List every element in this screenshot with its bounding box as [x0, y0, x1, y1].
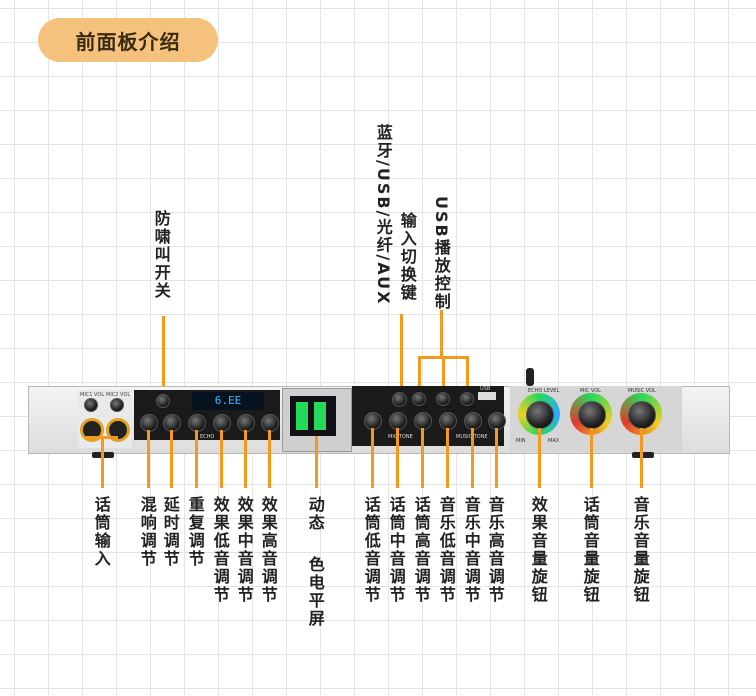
label-echo-bass: 效果低音调节	[210, 496, 230, 604]
label-repeat: 重复调节	[185, 496, 205, 568]
usb-play-button[interactable]	[436, 392, 450, 406]
vu-bar-right	[314, 402, 326, 430]
leader-music-volume	[640, 428, 643, 488]
label-music-treble: 音乐高音调节	[485, 496, 505, 604]
mic2-volume-knob[interactable]	[110, 398, 124, 412]
usb-prev-button[interactable]	[412, 392, 426, 406]
label-music-bass: 音乐低音调节	[436, 496, 456, 604]
label-echo-level: 效果音量旋钮	[528, 496, 548, 604]
leader-music-bass	[446, 428, 449, 488]
antenna	[526, 368, 534, 386]
leader-echo-mid	[244, 430, 247, 488]
input-switch-button[interactable]	[392, 392, 407, 407]
foot-right	[632, 452, 654, 458]
label-echo-mid: 效果中音调节	[234, 496, 254, 604]
leader-reverb	[147, 430, 150, 488]
leader-delay	[170, 430, 173, 488]
leader-echo-treble	[268, 430, 271, 488]
leader-mic-bass	[371, 428, 374, 488]
label-music-mid: 音乐中音调节	[461, 496, 481, 604]
label-feedback-switch: 防啸叫开关	[151, 210, 171, 300]
label-mic-bass: 话筒低音调节	[361, 496, 381, 604]
leader-vu	[315, 436, 318, 488]
led-display: 6.EE	[192, 392, 264, 410]
leader-echo-level	[538, 428, 541, 488]
feedback-switch-button[interactable]	[156, 394, 170, 408]
leader-mic-volume	[590, 428, 593, 488]
leader-usb-1	[418, 356, 421, 390]
label-music-volume: 音乐音量旋钮	[630, 496, 650, 604]
leader-music-treble	[495, 428, 498, 488]
label-delay: 延时调节	[160, 496, 180, 568]
echo-min-label: MIN	[516, 438, 526, 444]
usb-port[interactable]	[478, 392, 496, 400]
echo-max-label: MAX	[548, 438, 560, 444]
label-input-switch: 输入切换键	[397, 212, 417, 302]
leader-repeat	[195, 430, 198, 488]
leader-usb-3	[466, 356, 469, 390]
leader-mic-input	[101, 436, 104, 488]
label-echo-treble: 效果高音调节	[258, 496, 278, 604]
leader-mic-mid	[396, 428, 399, 488]
usb-next-button[interactable]	[460, 392, 474, 406]
label-vu-meter-2: 色电平屏	[305, 556, 325, 628]
label-mic-volume: 话筒音量旋钮	[580, 496, 600, 604]
label-mic-input: 话筒输入	[91, 496, 111, 568]
page-title: 前面板介绍	[38, 18, 218, 62]
leader-usb-2	[442, 356, 445, 390]
mic1-volume-knob[interactable]	[84, 398, 98, 412]
label-usb-control: USB播放控制	[431, 196, 451, 311]
mic-volume-knob-cap	[578, 401, 606, 429]
label-reverb: 混响调节	[137, 496, 157, 568]
leader-mic-treble	[421, 428, 424, 488]
leader-input-switch	[400, 314, 403, 394]
usb-label: USB	[480, 386, 491, 392]
mic2-label: MIC2 VOL	[106, 392, 131, 398]
leader-music-mid	[471, 428, 474, 488]
page-title-text: 前面板介绍	[75, 29, 181, 54]
mic-vol-label: MIC VOL	[580, 388, 601, 394]
mic-tone-label: MIC TONE	[388, 434, 413, 440]
label-bt-input: 蓝牙/USB/光纤/AUX	[373, 124, 393, 306]
leader-echo-bass	[220, 430, 223, 488]
leader-usb-control	[440, 310, 443, 356]
mic1-label: MIC1 VOL	[80, 392, 105, 398]
label-vu-meter: 动态	[305, 496, 325, 532]
label-mic-mid: 话筒中音调节	[386, 496, 406, 604]
label-mic-treble: 话筒高音调节	[411, 496, 431, 604]
music-volume-knob-cap	[628, 401, 656, 429]
vu-bar-left	[296, 402, 308, 430]
echo-level-knob-cap	[526, 401, 554, 429]
echo-level-label: ECHO LEVEL	[528, 388, 560, 394]
leader-feedback	[162, 316, 165, 388]
echo-label: ECHO	[200, 434, 215, 440]
music-vol-label: MUSIC VOL	[628, 388, 656, 394]
